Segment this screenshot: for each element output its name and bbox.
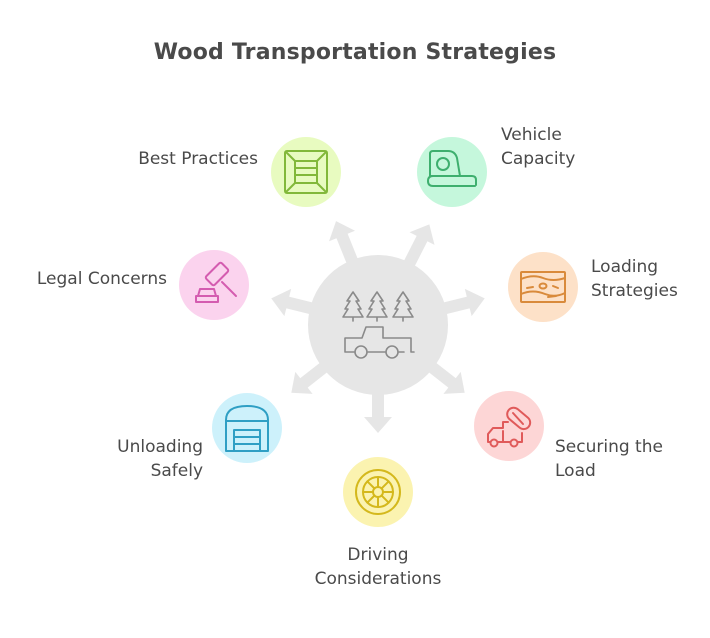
wheel-icon: [355, 469, 401, 515]
label-unloading-safely: Unloading Safely: [64, 435, 203, 483]
node-loading-strategies[interactable]: [508, 252, 578, 322]
label-securing-the-load-line2: Load: [555, 461, 596, 481]
gavel-icon: [195, 261, 237, 303]
label-vehicle-capacity-line2: Capacity: [501, 149, 576, 169]
node-unloading-safely[interactable]: [212, 393, 282, 463]
trees-and-pickup-truck-icon: [342, 291, 415, 359]
node-securing-the-load[interactable]: [474, 391, 544, 461]
label-best-practices: Best Practices: [104, 147, 258, 171]
center-hub: [308, 255, 448, 395]
label-unloading-safely-line1: Unloading: [117, 437, 203, 457]
label-legal-concerns-text: Legal Concerns: [36, 269, 167, 289]
label-unloading-safely-line2: Safely: [150, 461, 203, 481]
label-driving-considerations: Driving Considerations: [278, 543, 478, 591]
arrows: [271, 221, 485, 433]
node-best-practices[interactable]: [271, 137, 341, 207]
node-legal-concerns[interactable]: [179, 250, 249, 320]
label-vehicle-capacity-line1: Vehicle: [501, 125, 562, 145]
label-loading-strategies-line2: Strategies: [591, 281, 678, 301]
garage-icon: [225, 405, 269, 452]
truck-and-pill-icon: [487, 406, 532, 448]
crate-icon: [284, 150, 328, 194]
label-legal-concerns: Legal Concerns: [4, 267, 167, 291]
tape-measure-icon: [427, 150, 477, 187]
label-vehicle-capacity: Vehicle Capacity: [501, 123, 575, 171]
label-driving-considerations-line1: Driving: [347, 545, 409, 565]
label-loading-strategies: Loading Strategies: [591, 255, 678, 303]
label-securing-the-load-line1: Securing the: [555, 437, 663, 457]
node-driving-considerations[interactable]: [343, 457, 413, 527]
label-securing-the-load: Securing the Load: [555, 435, 663, 483]
page-title: Wood Transportation Strategies: [153, 40, 557, 65]
label-best-practices-text: Best Practices: [138, 149, 258, 169]
wood-grain-icon: [520, 271, 566, 303]
node-vehicle-capacity[interactable]: [417, 137, 487, 207]
label-driving-considerations-line2: Considerations: [314, 569, 442, 589]
label-loading-strategies-line1: Loading: [591, 257, 659, 277]
